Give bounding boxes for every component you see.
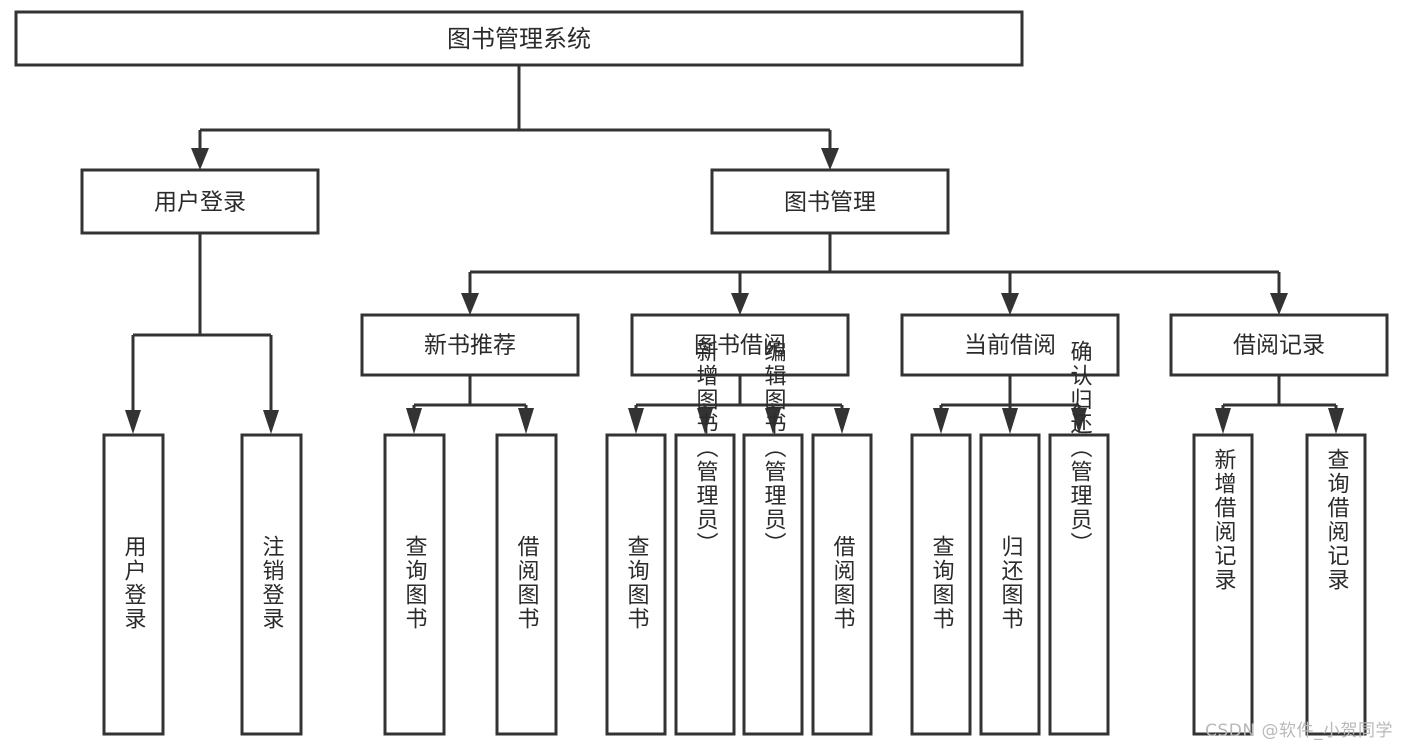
arrow-record-l1 <box>1215 408 1231 434</box>
leaf-box[interactable] <box>979 433 1041 736</box>
leaf-box[interactable] <box>102 433 165 736</box>
arrow-current-l1 <box>933 408 949 434</box>
leaf-box[interactable] <box>1192 433 1254 736</box>
leaf-label: 借阅图书 <box>514 535 540 631</box>
leaf-borrow-record-0[interactable]: 新增借阅记录 <box>1192 433 1254 736</box>
node-root[interactable]: 图书管理系统 <box>14 10 1024 67</box>
borrow-record-box[interactable] <box>1169 313 1389 377</box>
leaf-label: 用户登录 <box>121 535 147 631</box>
leaf-user-login-0[interactable]: 用户登录 <box>102 433 165 736</box>
node-borrow-record[interactable]: 借阅记录 <box>1169 313 1389 377</box>
leaf-box[interactable] <box>910 433 972 736</box>
leaf-label: 查询图书 <box>402 535 428 631</box>
leaf-label: 归还图书 <box>998 535 1024 631</box>
current-borrow-box[interactable] <box>900 313 1120 377</box>
leaf-box[interactable] <box>1048 433 1110 736</box>
new-book-recommend-box[interactable] <box>360 313 580 377</box>
node-book-management[interactable]: 图书管理 <box>710 168 950 235</box>
user-login-box[interactable] <box>80 168 320 235</box>
leaf-label: 查询借阅记录 <box>1324 448 1350 592</box>
leaf-book-borrow-1[interactable]: 新增图书（管理员） <box>674 340 736 736</box>
root-box[interactable] <box>14 10 1024 67</box>
leaf-label: 查询图书 <box>624 535 650 631</box>
arrow-root-to-book <box>821 148 839 170</box>
leaf-box[interactable] <box>742 433 804 736</box>
node-user-login[interactable]: 用户登录 <box>80 168 320 235</box>
arrow-borrow-l2 <box>697 408 713 434</box>
arrow-rec-l1 <box>406 408 422 434</box>
book-borrow-box[interactable] <box>630 313 850 377</box>
leaf-box[interactable] <box>811 433 873 736</box>
leaf-new-book-recommend-1[interactable]: 借阅图书 <box>495 433 558 736</box>
book-management-label: 图书管理 <box>784 190 876 216</box>
leaf-label: 确认归还（管理员） <box>1067 340 1093 556</box>
leaf-user-login-1[interactable]: 注销登录 <box>240 433 303 736</box>
arrow-root-to-user <box>191 148 209 170</box>
leaf-box[interactable] <box>383 433 446 736</box>
leaf-new-book-recommend-0[interactable]: 查询图书 <box>383 433 446 736</box>
arrow-book-c3 <box>1001 293 1019 315</box>
new-book-recommend-label: 新书推荐 <box>424 333 516 359</box>
arrow-rec-l2 <box>518 408 534 434</box>
arrow-user-leaf2 <box>263 410 279 434</box>
leaf-label: 编辑图书（管理员） <box>761 340 787 556</box>
leaf-box[interactable] <box>605 433 667 736</box>
leaf-label: 新增借阅记录 <box>1211 448 1237 592</box>
arrow-book-c4 <box>1270 293 1288 315</box>
leaf-box[interactable] <box>674 433 736 736</box>
book-borrow-label: 图书借阅 <box>694 333 786 359</box>
leaf-book-borrow-3[interactable]: 借阅图书 <box>811 433 873 736</box>
leaf-borrow-record-1[interactable]: 查询借阅记录 <box>1305 433 1367 736</box>
root-label: 图书管理系统 <box>447 25 591 53</box>
leaf-label: 注销登录 <box>259 535 285 631</box>
leaf-box[interactable] <box>240 433 303 736</box>
leaf-book-borrow-2[interactable]: 编辑图书（管理员） <box>742 340 804 736</box>
node-new-book-recommend[interactable]: 新书推荐 <box>360 313 580 377</box>
arrow-borrow-l4 <box>834 408 850 434</box>
arrow-current-l3 <box>1071 408 1087 434</box>
book-management-box[interactable] <box>710 168 950 235</box>
borrow-record-label: 借阅记录 <box>1233 333 1325 359</box>
leaf-label: 新增图书（管理员） <box>693 340 719 556</box>
arrow-current-l2 <box>1002 408 1018 434</box>
arrow-record-l2 <box>1328 408 1344 434</box>
connector-layer <box>125 65 1344 434</box>
leaf-current-borrow-0[interactable]: 查询图书 <box>910 433 972 736</box>
leaf-book-borrow-0[interactable]: 查询图书 <box>605 433 667 736</box>
arrow-book-c2 <box>731 293 749 315</box>
leaf-current-borrow-1[interactable]: 归还图书 <box>979 433 1041 736</box>
arrow-borrow-l3 <box>765 408 781 434</box>
arrow-book-c1 <box>461 293 479 315</box>
arrow-borrow-l1 <box>628 408 644 434</box>
user-login-label: 用户登录 <box>154 190 246 216</box>
current-borrow-label: 当前借阅 <box>964 333 1056 359</box>
leaf-box[interactable] <box>495 433 558 736</box>
node-book-borrow[interactable]: 图书借阅 <box>630 313 850 377</box>
leaf-label: 查询图书 <box>929 535 955 631</box>
arrow-user-leaf1 <box>125 410 141 434</box>
leaf-current-borrow-2[interactable]: 确认归还（管理员） <box>1048 340 1110 736</box>
node-current-borrow[interactable]: 当前借阅 <box>900 313 1120 377</box>
leaf-box[interactable] <box>1305 433 1367 736</box>
leaf-label: 借阅图书 <box>830 535 856 631</box>
